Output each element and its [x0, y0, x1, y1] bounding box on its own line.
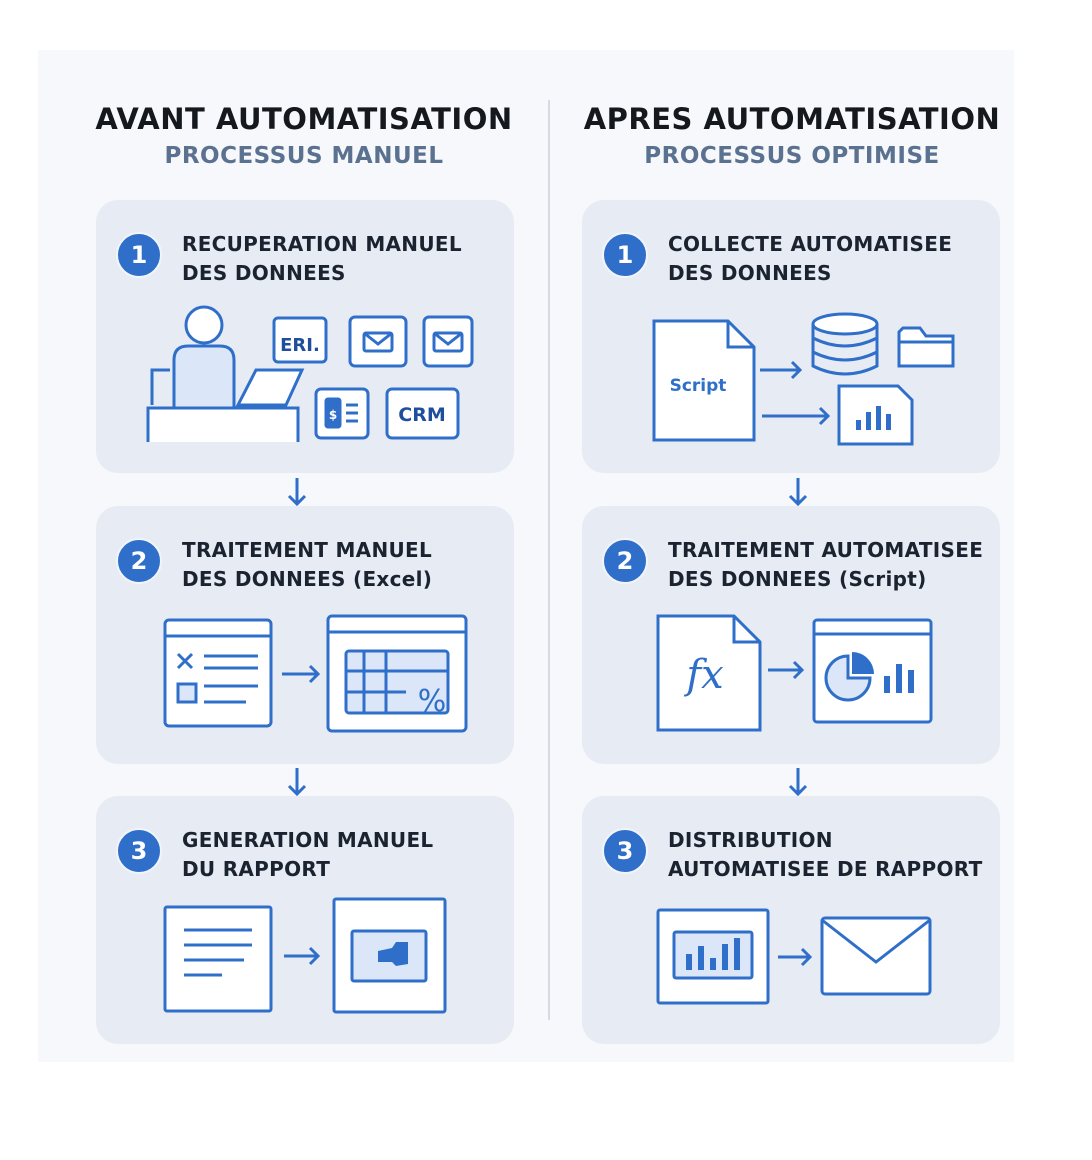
step-number-badge: 3 [602, 828, 648, 874]
script-label: Script [670, 376, 727, 396]
dollar-label: $ [329, 408, 337, 422]
arrow-down-icon [287, 478, 307, 507]
automated-processing-illustration: fx [656, 614, 933, 732]
map-shape-icon [378, 942, 408, 966]
after-title: APRES AUTOMATISATION [583, 102, 1001, 136]
mail-envelope-icon [820, 916, 932, 996]
laptop-icon [235, 368, 305, 407]
step-number-badge: 1 [602, 232, 648, 278]
bar-chart-icon [856, 406, 891, 430]
excel-processing-illustration: % [163, 614, 468, 733]
chart-file-icon [837, 384, 914, 446]
person-body-icon [172, 344, 236, 410]
before-step-2-card: 2 TRAITEMENT MANUEL DES DONNEES (Excel) … [96, 506, 514, 764]
finance-doc-icon [314, 387, 370, 440]
step-label: DISTRIBUTION AUTOMATISEE DE RAPPORT [668, 828, 983, 881]
step-number-badge: 2 [116, 538, 162, 584]
step-label: GENERATION MANUEL DU RAPPORT [182, 828, 434, 881]
chair-icon [150, 368, 170, 405]
step-label: RECUPERATION MANUEL DES DONNEES [182, 232, 462, 285]
step-number-badge: 2 [602, 538, 648, 584]
mail-app-icon [348, 315, 408, 368]
before-step-1-card: 1 RECUPERATION MANUEL DES DONNEES [96, 200, 514, 473]
person-head-icon [184, 305, 224, 345]
before-step-3-card: 3 GENERATION MANUEL DU RAPPORT [96, 796, 514, 1044]
before-subtitle: PROCESSUS MANUEL [164, 143, 444, 169]
before-title: AVANT AUTOMATISATION [95, 102, 513, 136]
desk-icon [146, 406, 300, 442]
step-number-badge: 1 [116, 232, 162, 278]
formula-file-icon [656, 614, 762, 732]
folder-icon [897, 326, 955, 368]
crm-app-icon [385, 387, 460, 440]
step-label: TRAITEMENT MANUEL DES DONNEES (Excel) [182, 538, 433, 591]
bar-chart-icon [686, 938, 740, 970]
percent-icon: % [418, 684, 447, 719]
arrow-down-icon [788, 478, 808, 507]
fx-icon: fx [683, 652, 723, 698]
erp-label: ERI. [280, 335, 320, 356]
automated-collection-illustration: Script [652, 312, 955, 446]
after-subtitle: PROCESSUS OPTIMISE [644, 143, 940, 169]
bar-chart-icon [884, 664, 914, 693]
report-generation-illustration [163, 897, 447, 1014]
step-label: COLLECTE AUTOMATISEE DES DONNEES [668, 232, 953, 285]
column-divider [548, 100, 550, 1020]
table-grid-icon [344, 649, 450, 715]
arrow-down-icon [287, 768, 307, 797]
step-label: TRAITEMENT AUTOMATISEE DES DONNEES (Scri… [668, 538, 984, 591]
arrow-down-icon [788, 768, 808, 797]
pie-chart-icon [824, 652, 874, 702]
after-step-1-card: 1 COLLECTE AUTOMATISEE DES DONNEES Scrip… [582, 200, 1000, 473]
database-icon [811, 312, 879, 376]
mail-app-icon [422, 315, 474, 368]
crm-label: CRM [398, 404, 445, 426]
step-number-badge: 3 [116, 828, 162, 874]
script-file-icon [652, 319, 756, 442]
after-step-2-card: 2 TRAITEMENT AUTOMATISEE DES DONNEES (Sc… [582, 506, 1000, 764]
after-step-3-card: 3 DISTRIBUTION AUTOMATISEE DE RAPPORT [582, 796, 1000, 1044]
manual-collection-illustration: ERI. CRM $ [146, 305, 474, 442]
erp-app-icon [272, 316, 328, 364]
report-distribution-illustration [656, 908, 932, 1005]
